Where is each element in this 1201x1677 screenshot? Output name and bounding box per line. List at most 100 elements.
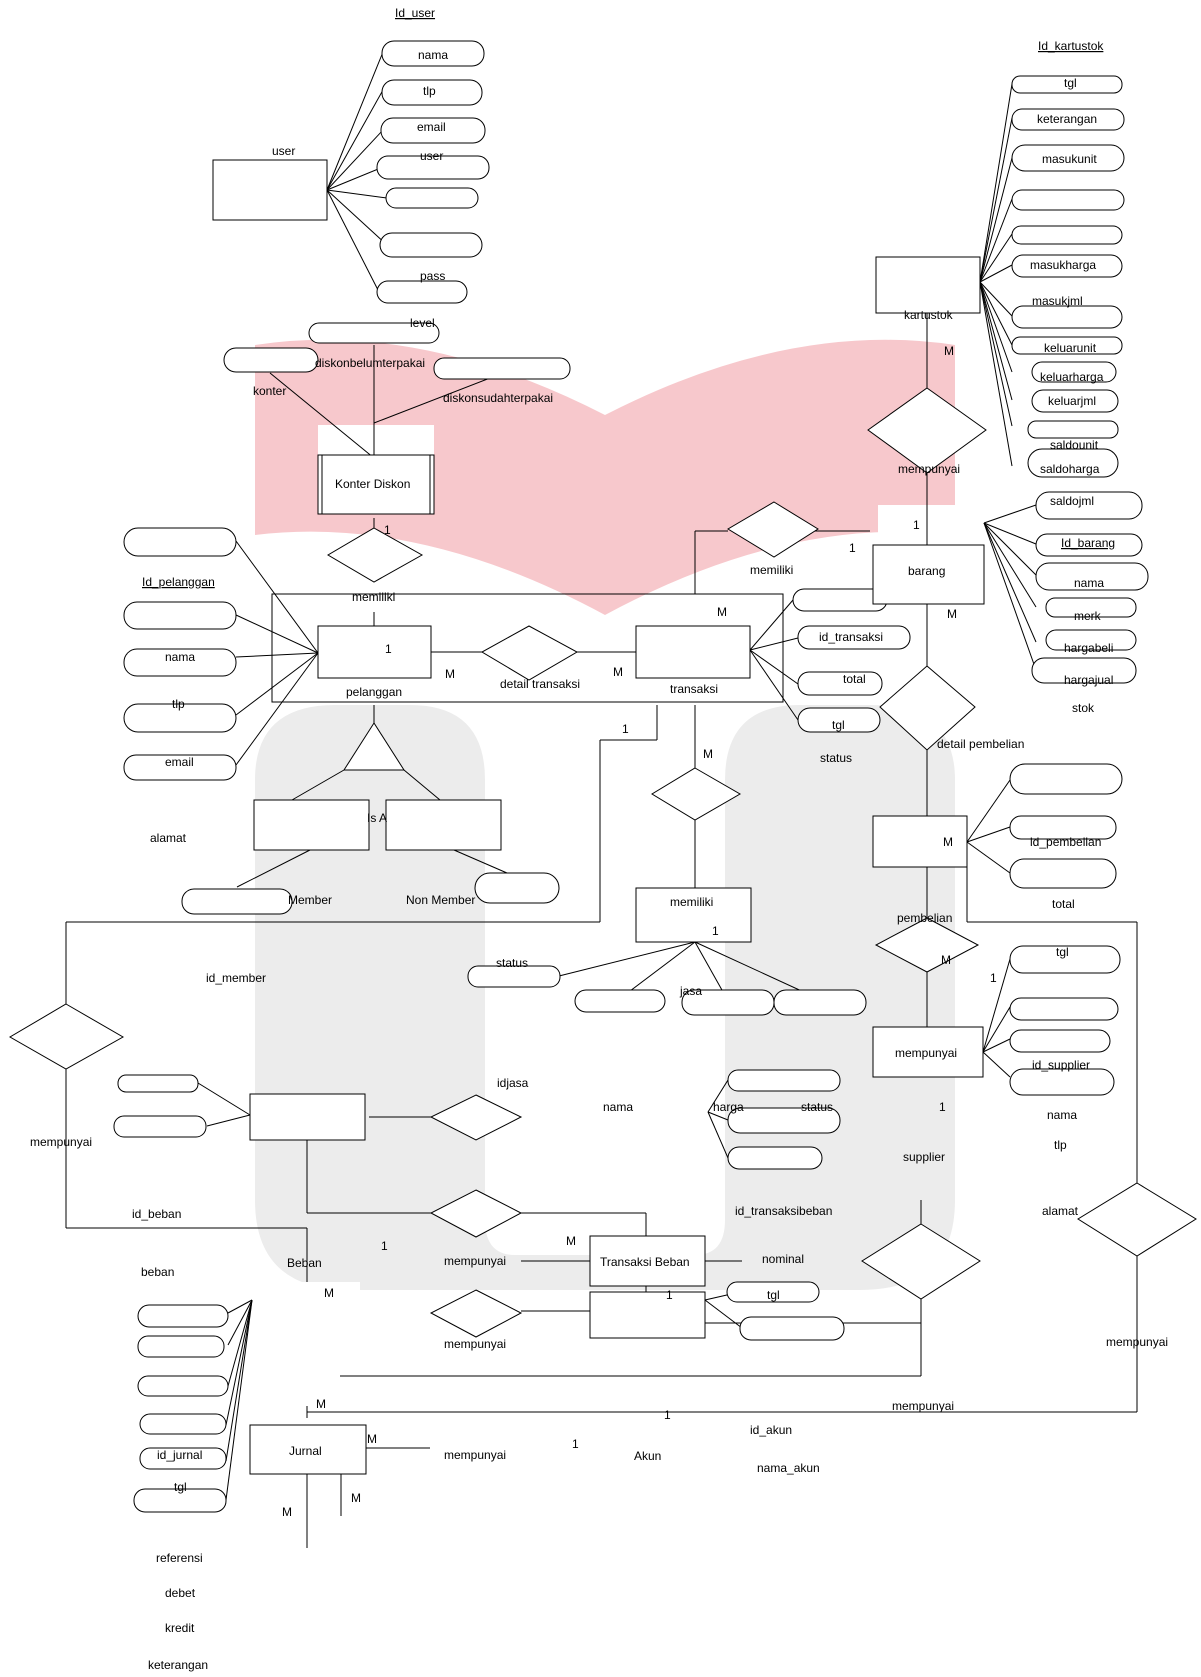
entity-konter-diskon-label: Konter Diskon: [335, 477, 410, 491]
attr-label: status: [801, 1100, 833, 1114]
attr-label: nominal: [762, 1252, 804, 1266]
attr-label: jasa: [679, 984, 702, 998]
entity-barang[interactable]: [872, 544, 985, 605]
rel-supplier-akun[interactable]: [861, 1223, 981, 1300]
attr-oval: [727, 1069, 841, 1092]
entity-akun[interactable]: [589, 1291, 706, 1339]
attr-label: saldoharga: [1040, 462, 1100, 476]
attr-oval: [381, 79, 483, 106]
attr-label: alamat: [150, 831, 187, 845]
rel-label: mempunyai: [1106, 1335, 1168, 1349]
attr-oval: [1011, 336, 1123, 355]
rel-label: detail transaksi: [500, 677, 580, 691]
attr-oval: [773, 989, 867, 1016]
entity-jurnal[interactable]: [249, 1424, 367, 1475]
entity-pelanggan[interactable]: [317, 625, 432, 679]
card-label: 1: [384, 523, 391, 537]
card-label: M: [944, 344, 954, 358]
rel-beban-a[interactable]: [429, 1094, 523, 1141]
rel-label: detail pembelian: [937, 737, 1024, 751]
attr-oval: [1035, 562, 1149, 591]
attr-label: diskonsudahterpakai: [443, 391, 553, 405]
attr-oval: [181, 888, 293, 915]
attr-label: id_transaksi: [819, 630, 883, 644]
attr-oval: [381, 40, 485, 67]
attr-label: id_pembelian: [1030, 835, 1101, 849]
blank-patch: [240, 1282, 360, 1330]
akun-label: Akun: [634, 1449, 661, 1463]
attr-id-pelanggan: Id_pelanggan: [142, 575, 215, 589]
card-label: M: [316, 1397, 326, 1411]
attr-label: saldojml: [1050, 494, 1094, 508]
rel-beban-b[interactable]: [429, 1189, 523, 1238]
rel-right[interactable]: [1077, 1182, 1197, 1257]
attr-label: masukharga: [1030, 258, 1096, 272]
attr-oval: [574, 989, 666, 1013]
entity-user[interactable]: [212, 159, 328, 221]
rel-akun[interactable]: [429, 1289, 523, 1338]
attr-oval: [1045, 597, 1137, 618]
attr-oval: [467, 965, 561, 988]
attr-oval: [123, 601, 237, 630]
attr-label: nama: [1074, 576, 1104, 590]
entity-pembelian[interactable]: [872, 815, 968, 868]
attr-label: keluarharga: [1040, 370, 1104, 384]
attr-label: tgl: [1056, 945, 1069, 959]
card-label: M: [941, 953, 951, 967]
attr-oval: [433, 357, 571, 380]
beban-label: Beban: [287, 1256, 322, 1270]
relationships: [9, 387, 1197, 1338]
attr-label: keterangan: [1037, 112, 1097, 126]
entity-kartustok[interactable]: [875, 256, 981, 314]
attr-label: beban: [141, 1265, 174, 1279]
rel-pembelian-supplier[interactable]: [874, 917, 980, 973]
watermark: [240, 339, 962, 1330]
card-label: 1: [664, 1408, 671, 1422]
entity-member[interactable]: [253, 799, 370, 851]
attr-label: nama: [1047, 1108, 1077, 1122]
attr-oval: [123, 703, 237, 733]
rel-member[interactable]: [9, 1003, 125, 1070]
attr-label: keterangan: [148, 1658, 208, 1672]
attr-label: total: [1052, 897, 1075, 911]
attr-oval: [1011, 254, 1123, 278]
attr-oval: [727, 1146, 823, 1170]
entity-non-member[interactable]: [385, 799, 502, 851]
rel-detail-transaksi[interactable]: [480, 625, 579, 681]
attr-label: tgl: [767, 1288, 780, 1302]
card-label: M: [947, 607, 957, 621]
entity-konter-diskon[interactable]: [317, 454, 435, 515]
card-label: M: [445, 667, 455, 681]
rel-kartustok-barang[interactable]: [867, 387, 987, 474]
rel-label: mempunyai: [898, 462, 960, 476]
attr-label: masukjml: [1032, 294, 1083, 308]
isa-triangle[interactable]: [343, 722, 405, 771]
card-label: M: [351, 1491, 361, 1505]
rel-konter-pelanggan[interactable]: [327, 527, 424, 583]
attr-oval: [379, 232, 483, 258]
attr-label: pass: [420, 269, 445, 283]
entity-transaksi-beban[interactable]: [589, 1235, 706, 1287]
entity-non-member-label: Non Member: [406, 893, 475, 907]
entity-jasa[interactable]: [635, 887, 752, 943]
attr-oval: [1031, 389, 1119, 413]
attr-oval: [123, 754, 237, 781]
entity-supplier[interactable]: [872, 1026, 984, 1078]
attr-label: idjasa: [497, 1076, 529, 1090]
attr-oval: [123, 648, 237, 677]
aggregation-box: [271, 593, 784, 703]
attr-label: tgl: [174, 1480, 187, 1494]
rel-transaksi-jasa[interactable]: [651, 767, 741, 821]
attr-label: id_supplier: [1032, 1058, 1090, 1072]
watermark-book: [255, 339, 955, 615]
attr-label: referensi: [156, 1551, 203, 1565]
rel-transaksi-barang[interactable]: [727, 501, 819, 558]
attr-oval: [1031, 361, 1117, 383]
card-label: M: [717, 605, 727, 619]
entity-transaksi[interactable]: [635, 625, 751, 679]
entity-beban[interactable]: [249, 1093, 366, 1141]
attr-oval: [223, 347, 319, 373]
attr-label: keluarjml: [1048, 394, 1096, 408]
attr-oval: [1009, 858, 1117, 889]
rel-detail-pembelian[interactable]: [879, 665, 976, 751]
